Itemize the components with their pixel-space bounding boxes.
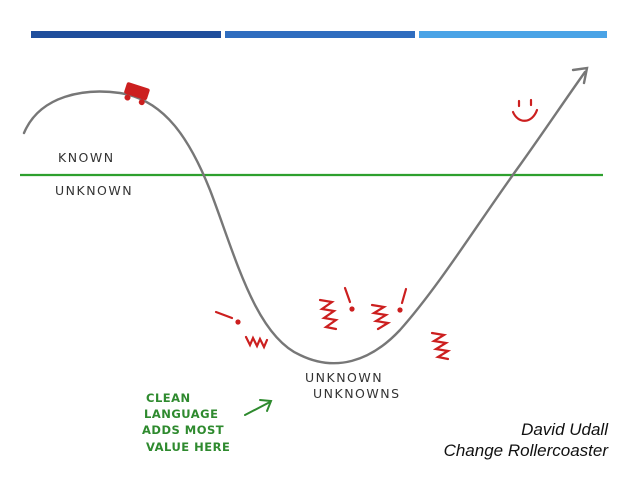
coaster-cart-icon [124,82,150,106]
clean-language-note: CLEAN LANGUAGE ADDS MOST VALUE HERE [142,391,230,454]
rollercoaster-curve [22,70,587,365]
arrow-head-icon [571,66,589,85]
known-label: KNOWN [58,150,115,165]
accent-bar-light [419,31,607,38]
smiley-face-icon [511,98,539,122]
credit-title: Change Rollercoaster [443,441,608,460]
accent-bar-medium [225,31,415,38]
unknown-label: UNKNOWN [55,183,133,198]
accent-bar-dark [31,31,221,38]
credit-author: David Udall [521,420,608,439]
unknown-unknowns-label-line2: UNKNOWNS [313,386,401,401]
anxiety-scribbles-icon [214,286,452,361]
note-line-4: VALUE HERE [146,440,230,454]
note-line-3: ADDS MOST [142,423,224,437]
note-arrow-icon [244,399,273,416]
note-line-2: LANGUAGE [144,407,218,421]
unknown-unknowns-label-line1: UNKNOWN [305,370,383,385]
note-line-1: CLEAN [146,391,191,405]
